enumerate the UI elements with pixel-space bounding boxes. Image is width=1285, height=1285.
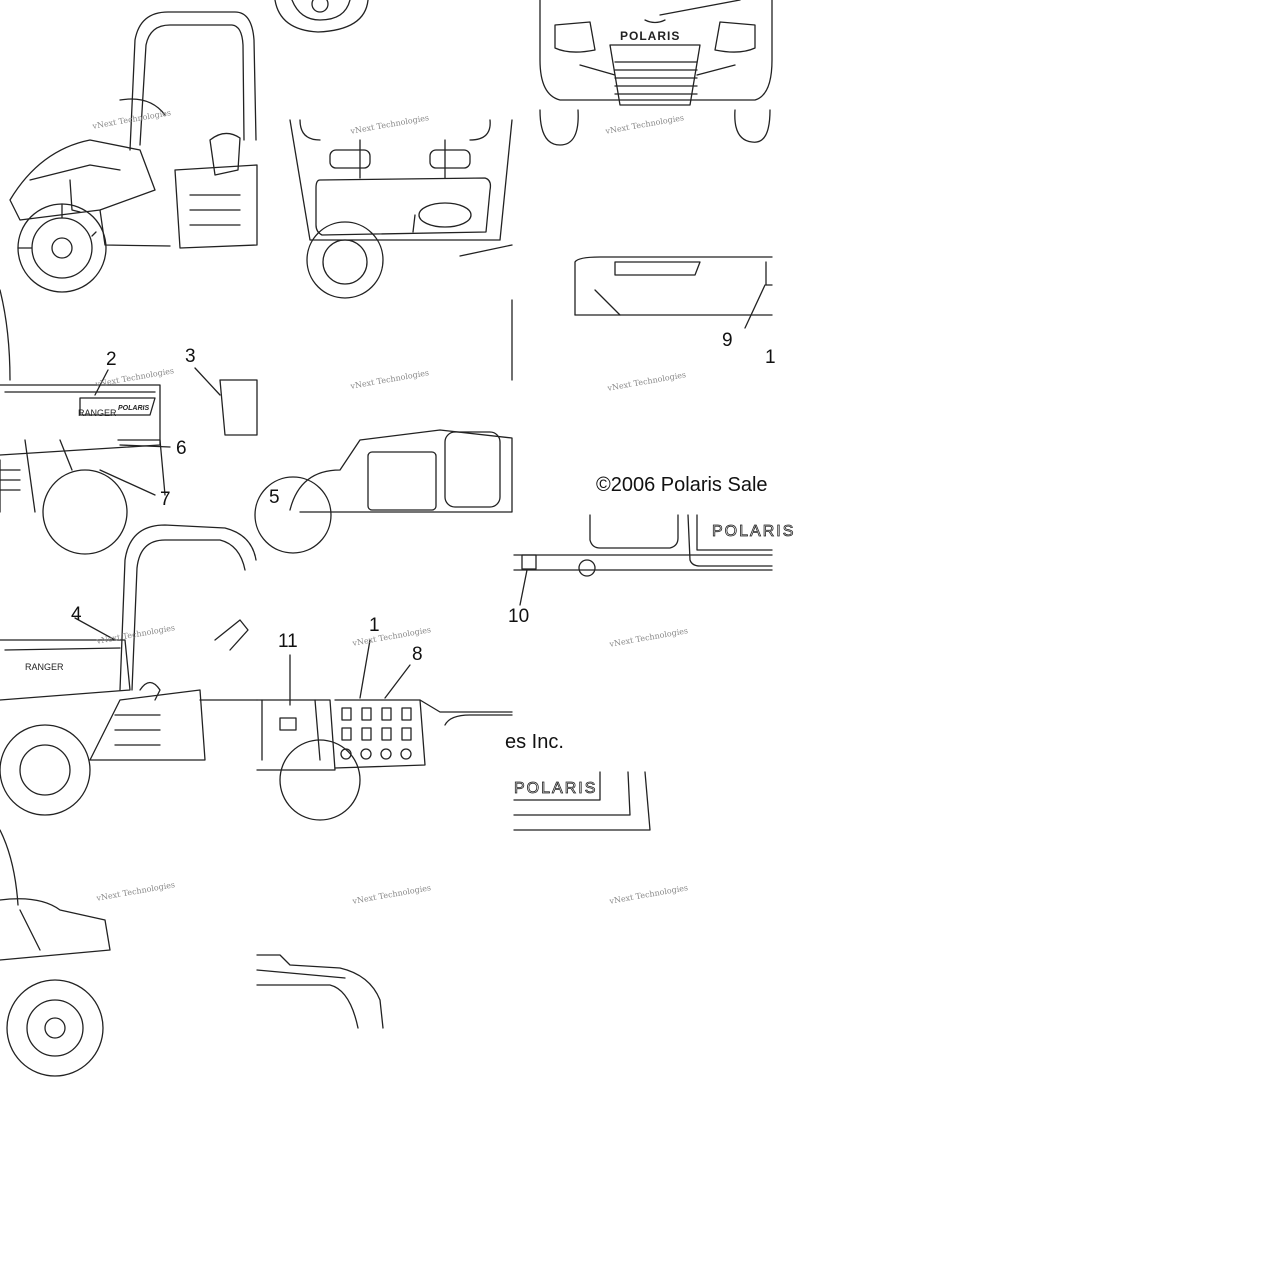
callout-2: 2 xyxy=(106,349,117,370)
callout-1-top: 1 xyxy=(765,347,776,368)
vehicle-side-view-top-left xyxy=(9,11,258,293)
decal-polaris-front: POLARIS xyxy=(620,29,680,43)
vehicle-front-view xyxy=(539,0,773,146)
panel-fragment-lower xyxy=(513,771,651,831)
callout-4: 4 xyxy=(71,604,82,625)
callout-6: 6 xyxy=(176,438,187,459)
callout-8: 8 xyxy=(412,644,423,665)
callout-1-bottom: 1 xyxy=(369,615,380,636)
decal-ranger-cargo: RANGER xyxy=(78,408,117,418)
cargo-box-side xyxy=(0,289,258,555)
decal-polaris-cargo: POLARIS xyxy=(118,405,149,412)
panel-fragment-bottom xyxy=(256,954,384,1029)
vehicle-side-view-bottom xyxy=(0,829,111,1077)
wheel-and-chassis xyxy=(254,221,513,554)
callout-5: 5 xyxy=(269,487,280,508)
copyright-text-a: ©2006 Polaris Sale xyxy=(596,474,768,496)
vehicle-rear-view xyxy=(274,0,513,241)
callout-7: 7 xyxy=(160,489,171,510)
callout-10: 10 xyxy=(508,606,530,627)
decal-polaris-side: POLARIS xyxy=(712,523,795,540)
decal-ranger-side: RANGER xyxy=(25,662,64,672)
front-panel-fragment xyxy=(511,256,773,381)
callout-9: 9 xyxy=(722,330,733,351)
callout-3: 3 xyxy=(185,346,196,367)
side-panel-fragment xyxy=(513,514,773,606)
decal-lettering: POLARIS RANGER POLARIS RANGER POLARIS PO… xyxy=(25,29,795,797)
callout-11: 11 xyxy=(278,631,298,652)
frame-with-decals xyxy=(256,639,513,821)
copyright-text-b: es Inc. xyxy=(505,731,564,753)
vehicle-side-view-mid xyxy=(0,524,258,816)
decal-polaris-lower: POLARIS xyxy=(514,780,597,797)
